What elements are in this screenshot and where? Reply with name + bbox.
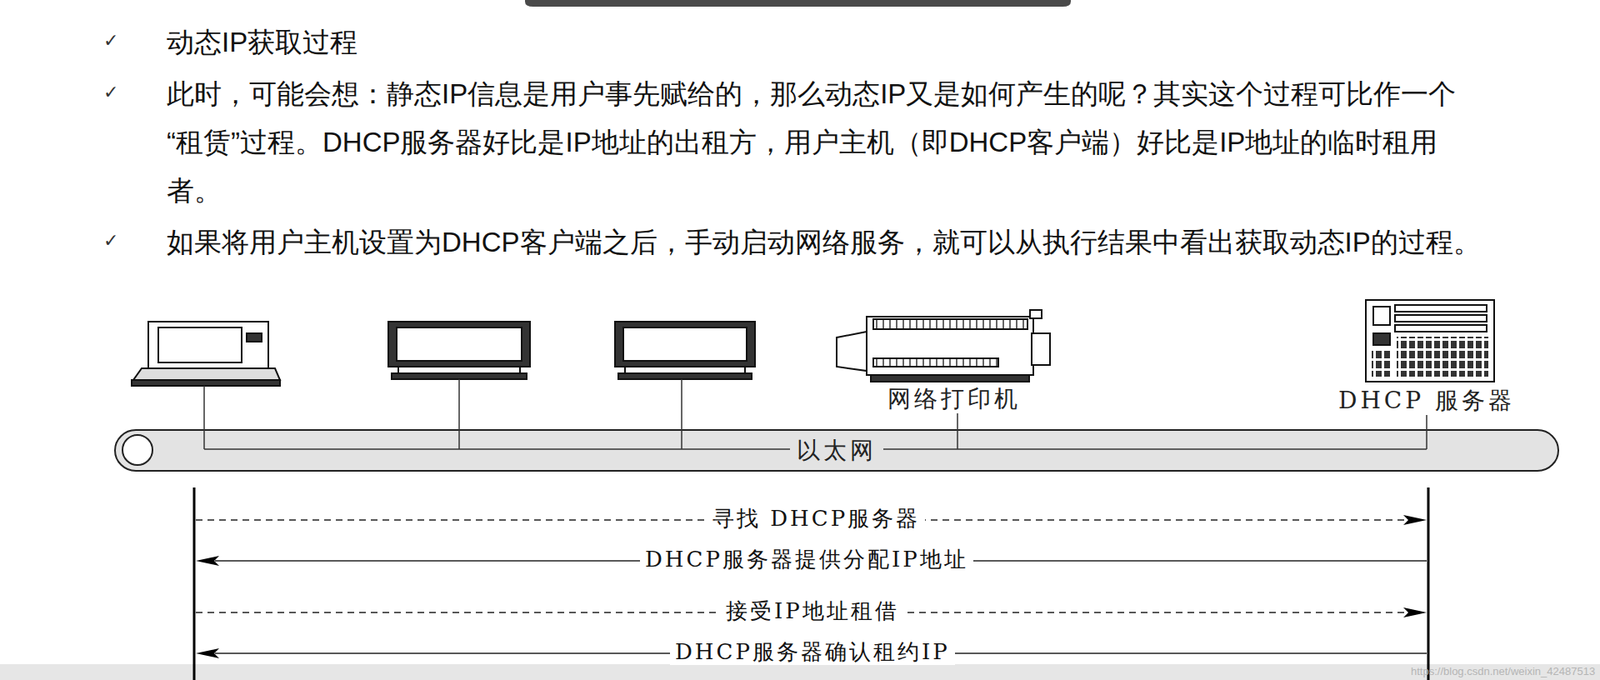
check-mark: ✓ bbox=[103, 30, 119, 51]
lifeline bbox=[194, 487, 1429, 680]
monitor-icon bbox=[388, 321, 530, 380]
watermark: https://blog.csdn.net/weixin_42487513 bbox=[1410, 665, 1595, 678]
bottom-band bbox=[0, 664, 1600, 680]
message-arrow bbox=[195, 515, 1427, 659]
bus-connector bbox=[957, 413, 959, 430]
bullet-text: 动态IP获取过程 bbox=[166, 18, 1492, 67]
device-name: 网络打印机 bbox=[887, 386, 1021, 412]
message-label: DHCP服务器确认租约IP bbox=[670, 638, 955, 665]
check-mark: ✓ bbox=[103, 230, 119, 251]
message-label: 寻找 DHCP服务器 bbox=[707, 505, 925, 532]
message-label: 接受IP地址租借 bbox=[720, 597, 905, 625]
bus-label: 以太网 bbox=[790, 438, 884, 464]
bullet-text: 此时，可能会想：静态IP信息是用户事先赋给的，那么动态IP又是如何产生的呢？其实… bbox=[166, 70, 1492, 215]
device-label: DHCP 服务器 bbox=[1338, 388, 1515, 414]
top-bar bbox=[525, 0, 1071, 7]
bullet-text: 如果将用户主机设置为DHCP客户端之后，手动启动网络服务，就可以从执行结果中看出… bbox=[166, 218, 1492, 267]
monitor-icon bbox=[615, 321, 755, 380]
device-name: DHCP 服务器 bbox=[1338, 388, 1515, 414]
check-mark: ✓ bbox=[103, 81, 119, 103]
ethernet-bus: 以太网 bbox=[114, 429, 1560, 472]
server-icon bbox=[1365, 300, 1495, 382]
message-label: DHCP服务器提供分配IP地址 bbox=[640, 545, 974, 573]
printer-icon bbox=[836, 310, 1050, 382]
laptop-icon bbox=[131, 321, 280, 386]
bus-connector bbox=[1426, 415, 1428, 430]
drop-wire bbox=[204, 379, 682, 430]
device-label: 网络打印机 bbox=[887, 386, 1021, 412]
